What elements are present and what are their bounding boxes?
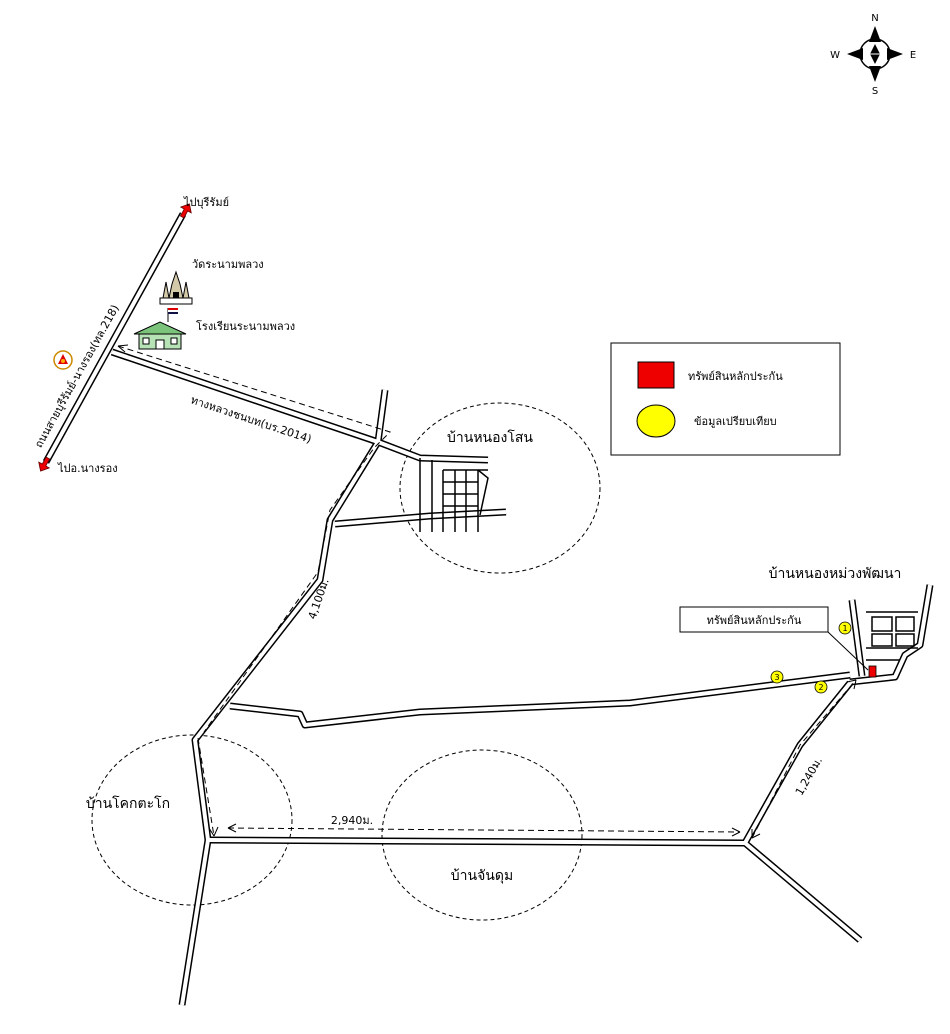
compass-north: N (871, 13, 878, 24)
zone-chan-dum (381, 749, 583, 921)
label-village-nong-sano: บ้านหนองโสน (447, 429, 533, 446)
legend-comparable-label: ข้อมูลเปรียบเทียบ (694, 415, 777, 428)
school-icon (133, 308, 187, 350)
comparable-marker-1: 1 (838, 621, 852, 635)
village-grid-nong-muang (866, 611, 918, 661)
comparable-number-2: 2 (818, 683, 823, 692)
label-distance-2: 2,940ม. (331, 814, 373, 827)
comparable-marker-2: 2 (814, 680, 828, 694)
zone-nong-sano (399, 402, 601, 574)
comparable-number-3: 3 (774, 673, 779, 682)
collateral-callout: ทรัพย์สินหลักประกัน (679, 606, 869, 671)
label-village-chan-dum: บ้านจันดุม (451, 868, 513, 884)
label-village-khok-tako: บ้านโคกตะโก (86, 795, 170, 812)
legend-collateral-label: ทรัพย์สินหลักประกัน (688, 370, 783, 383)
compass-south: S (872, 86, 878, 97)
temple-icon (159, 270, 193, 305)
zone-khok-tako (91, 734, 293, 906)
label-to-nangrong: ไปอ.นางรอง (57, 462, 118, 475)
label-village-nong-muang: บ้านหนองหม่วงพัฒนา (769, 566, 902, 582)
legend-collateral-swatch (637, 361, 675, 389)
map-legend: ทรัพย์สินหลักประกัน ข้อมูลเปรียบเทียบ (610, 342, 841, 456)
collateral-marker (868, 665, 877, 678)
label-temple: วัดระนามพลวง (192, 258, 264, 271)
callout-label: ทรัพย์สินหลักประกัน (707, 614, 802, 627)
compass-rose: N S E W (830, 13, 916, 97)
legend-comparable-swatch (636, 404, 676, 438)
label-distance-3: 1,240ม. (793, 755, 825, 798)
road-network (42, 212, 934, 1006)
company-logo-icon (53, 350, 73, 370)
compass-west: W (830, 50, 840, 61)
comparable-number-1: 1 (842, 624, 847, 633)
village-grid-nong-sano (419, 458, 489, 532)
label-to-buriram: ไปบุรีรัมย์ (183, 196, 229, 209)
label-school: โรงเรียนระนามพลวง (196, 319, 295, 333)
distance-paths (117, 344, 857, 839)
compass-east: E (910, 50, 916, 61)
arrow-down-icon (38, 456, 51, 472)
arrow-up-icon (179, 203, 192, 219)
comparable-marker-3: 3 (770, 670, 784, 684)
label-main-highway: ถนนสายบุรีรัมย์-นางรอง(ทล.218) (32, 303, 122, 451)
